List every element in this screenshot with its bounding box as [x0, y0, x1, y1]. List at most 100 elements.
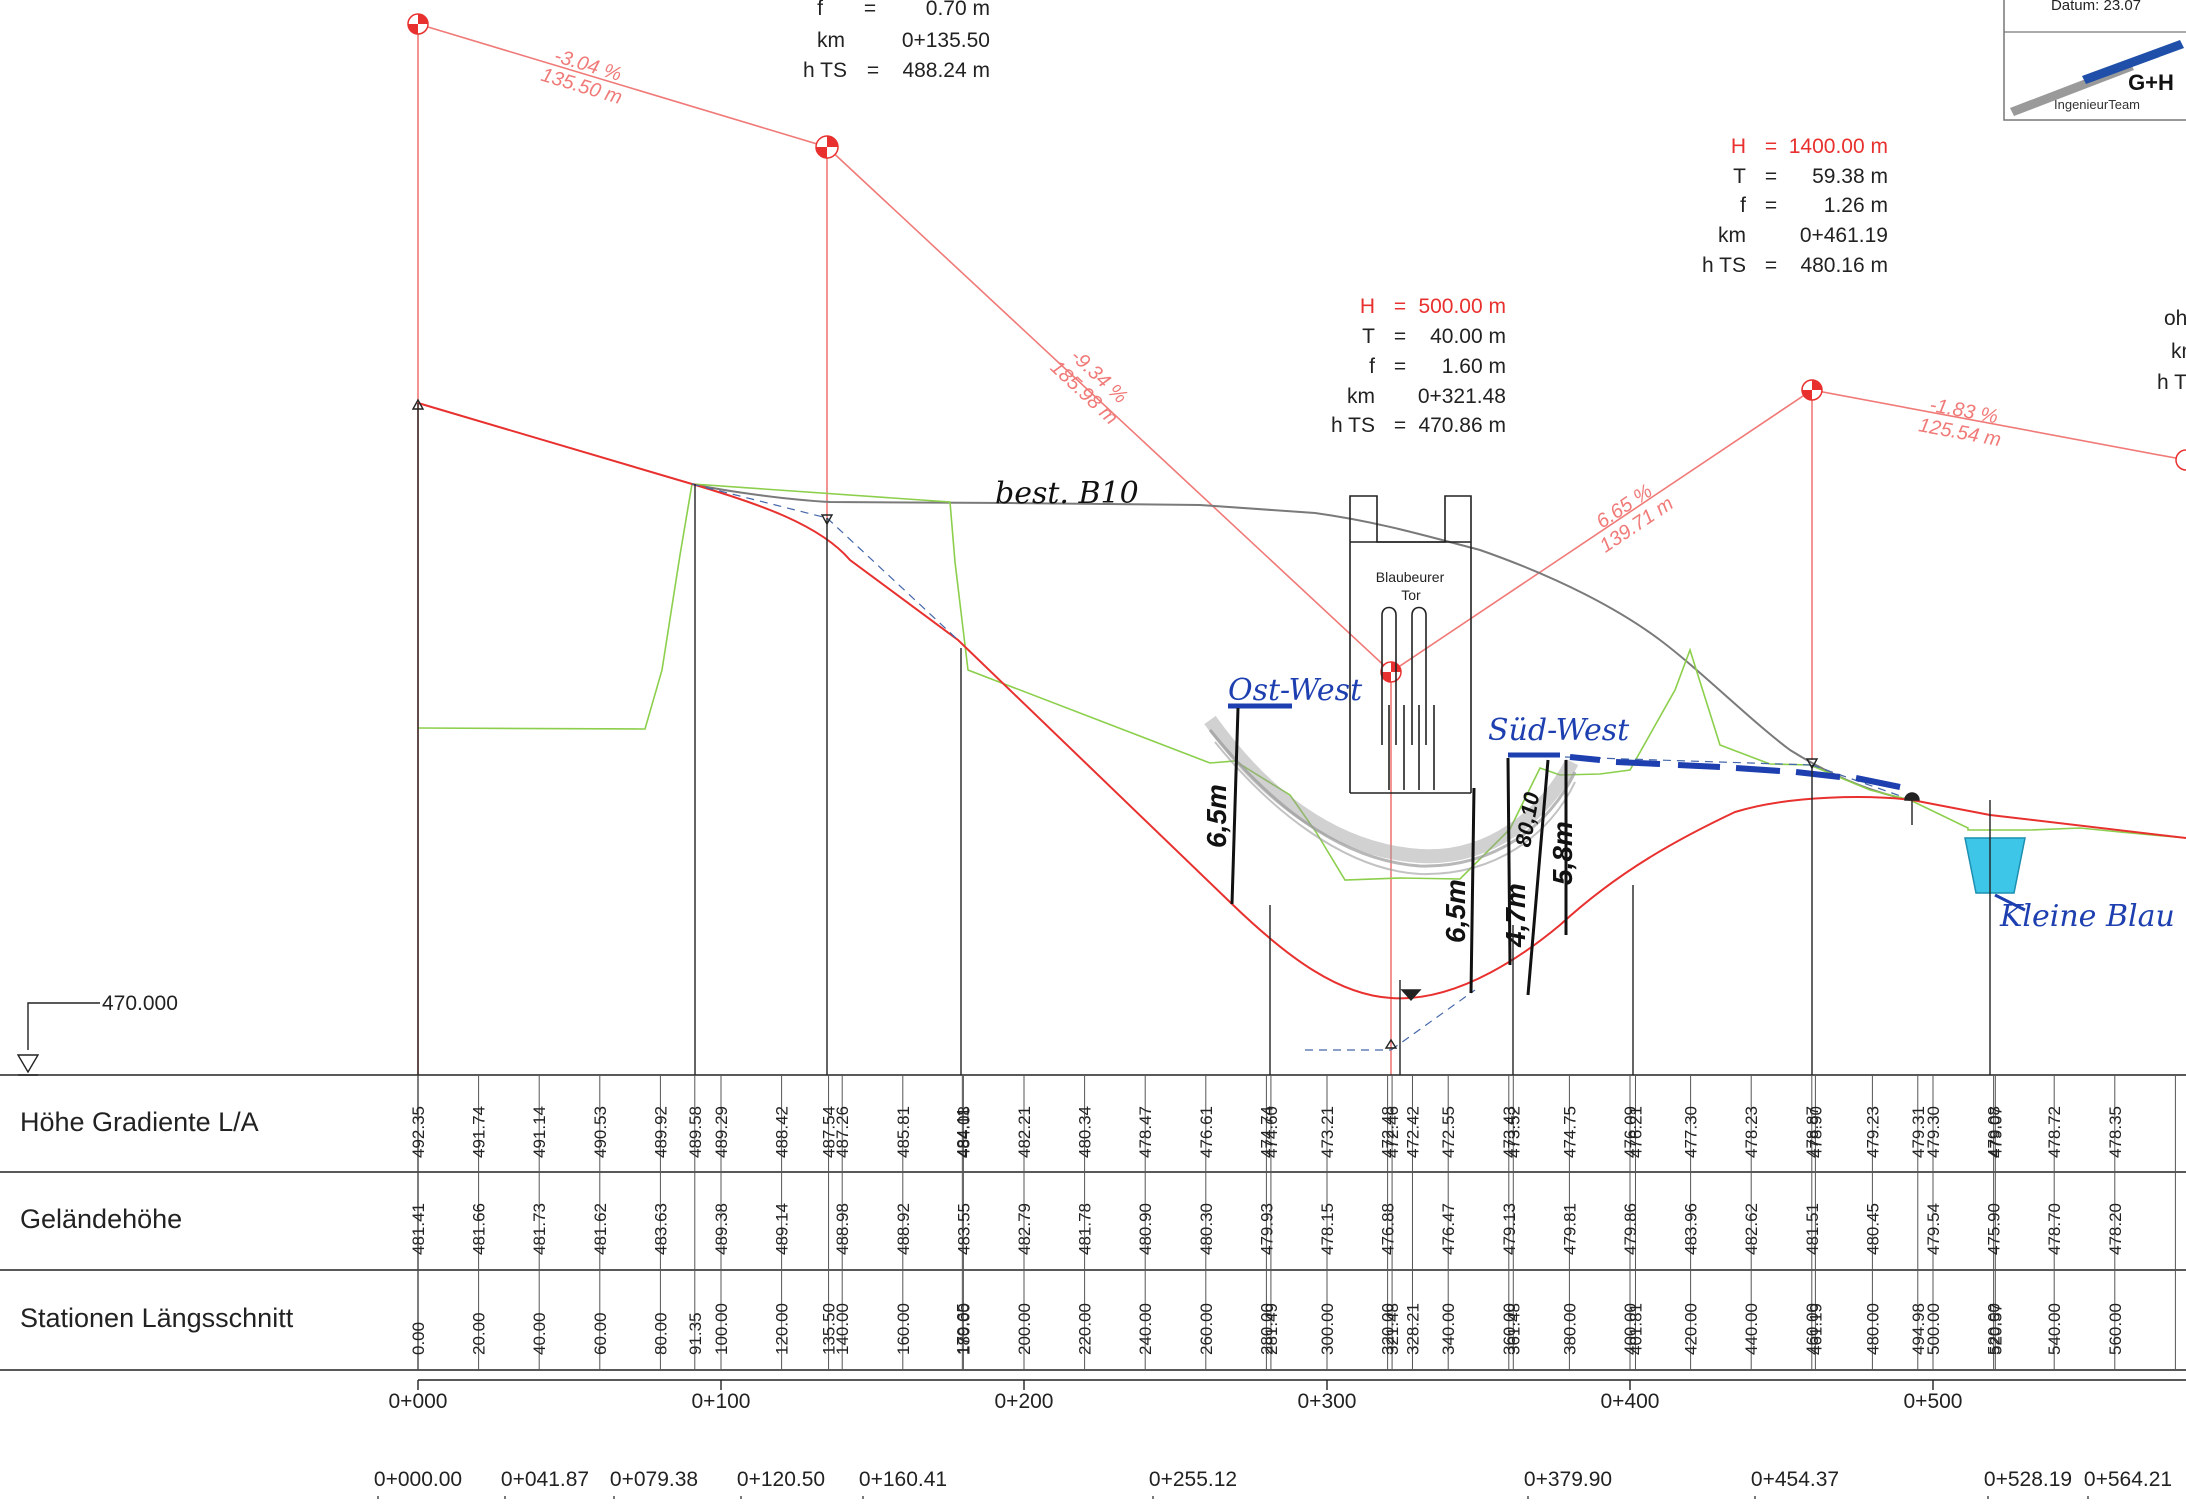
terrain-height-value: 481.41 — [409, 1203, 428, 1255]
info-eq: = — [867, 59, 879, 82]
grade-height-value: 484.08 — [954, 1106, 973, 1158]
bottom-station-label: 0+079.38 — [610, 1468, 698, 1491]
station-value: 0.00 — [409, 1322, 428, 1355]
terrain-height-value: 480.30 — [1197, 1203, 1216, 1255]
station-value: 520.57 — [1986, 1303, 2005, 1355]
station-value: 401.81 — [1626, 1303, 1645, 1355]
grade-height-value: 489.29 — [712, 1106, 731, 1158]
grade-height-value: 478.47 — [1136, 1106, 1155, 1158]
terrain-height-value: 489.38 — [712, 1203, 731, 1255]
terrain-height-value: 480.45 — [1863, 1203, 1882, 1255]
info-value: 0.70 m — [926, 0, 990, 20]
station-value: 135.50 — [820, 1303, 839, 1355]
info-key: T — [1733, 165, 1746, 188]
station-value: 420.00 — [1682, 1303, 1701, 1355]
terrain-height-value: 482.79 — [1015, 1203, 1034, 1255]
grade-height-value: 473.21 — [1318, 1106, 1337, 1158]
terrain-height-value: 481.66 — [470, 1203, 489, 1255]
grade-height-value: 492.35 — [409, 1106, 428, 1158]
grade-height-value: 477.30 — [1682, 1106, 1701, 1158]
company-logo: G+H IngenieurTeam — [2010, 40, 2184, 116]
road-label: best. B10 — [995, 476, 1139, 511]
bottom-station-label: 0+000.00 — [374, 1468, 462, 1491]
grade-height-value: 474.75 — [1560, 1106, 1579, 1158]
station-value: 494.98 — [1909, 1303, 1928, 1355]
table-values: 0.00492.3520.00491.7440.00491.1460.00490… — [409, 1106, 2125, 1355]
terrain-height-value: 488.98 — [833, 1203, 852, 1255]
grade-height-value: 487.26 — [833, 1106, 852, 1158]
terrain-height-value: 481.62 — [591, 1203, 610, 1255]
bottom-station-label: 0+041.87 — [501, 1468, 589, 1491]
row-label-terrain-height: Geländehöhe — [20, 1204, 182, 1234]
reference-level-label: 470.000 — [102, 992, 178, 1015]
station-value: 200.00 — [1015, 1303, 1034, 1355]
station-value: 281.49 — [1262, 1303, 1281, 1355]
station-value: 500.00 — [1924, 1303, 1943, 1355]
ost-west-label: Ost-West — [1228, 673, 1363, 708]
info-fragment: h T — [2157, 371, 2186, 394]
dimension-label: 5,8m — [1547, 821, 1578, 885]
terrain-height-value: 481.73 — [530, 1203, 549, 1255]
station-value: 160.00 — [894, 1303, 913, 1355]
grade-height-value: 485.81 — [894, 1106, 913, 1158]
info-key: km — [1347, 385, 1375, 408]
terrain-line — [417, 483, 2186, 881]
info-key: h TS — [803, 59, 847, 82]
helper-dashed-lines — [691, 483, 1913, 1051]
station-value: 480.00 — [1863, 1303, 1882, 1355]
info-key: km — [817, 29, 845, 52]
terrain-height-value: 478.15 — [1318, 1203, 1337, 1255]
info-key: h TS — [1331, 414, 1375, 437]
grade-height-value: 478.23 — [1742, 1106, 1761, 1158]
info-eq: = — [864, 0, 876, 20]
grade-height-value: 487.54 — [820, 1106, 839, 1158]
bottom-station-label: 0+255.12 — [1149, 1468, 1237, 1491]
terrain-height-value: 483.55 — [954, 1203, 973, 1255]
info-value: 0+135.50 — [902, 29, 990, 52]
station-verticals — [417, 403, 1991, 1075]
station-value: 91.35 — [686, 1312, 705, 1355]
structure-label: Tor — [1401, 587, 1421, 603]
station-value: 440.00 — [1742, 1303, 1761, 1355]
info-key: f — [1740, 194, 1746, 217]
station-value: 140.00 — [833, 1303, 852, 1355]
terrain-height-value: 481.78 — [1076, 1203, 1095, 1255]
grade-height-value: 476.09 — [1621, 1106, 1640, 1158]
grade-height-value: 472.55 — [1439, 1106, 1458, 1158]
axis-tick-label: 0+200 — [995, 1390, 1054, 1413]
info-eq: = — [1394, 295, 1406, 318]
pi-point-marker — [815, 135, 839, 159]
river-label: Kleine Blau — [1999, 899, 2175, 934]
dimension-marks — [1230, 707, 1568, 996]
curve-info-crest: H = 1400.00 m T = 59.38 m f = 1.26 m km … — [1702, 135, 1888, 277]
curve-info-top-left: f = 0.70 m km 0+135.50 h TS = 488.24 m — [803, 0, 990, 82]
info-value: 1.26 m — [1824, 194, 1888, 217]
station-value: 300.00 — [1318, 1303, 1337, 1355]
sued-west-alignment — [1569, 754, 1901, 790]
info-value: 40.00 m — [1430, 325, 1506, 348]
pi-point-marker — [2175, 449, 2186, 471]
info-key: T — [1362, 325, 1375, 348]
station-value: 40.00 — [530, 1312, 549, 1355]
terrain-height-value: 479.86 — [1621, 1203, 1640, 1255]
grade-height-value: 476.61 — [1197, 1106, 1216, 1158]
grade-height-value: 488.42 — [773, 1106, 792, 1158]
station-value: 179.65 — [953, 1303, 972, 1355]
terrain-height-value: 483.63 — [651, 1203, 670, 1255]
terrain-height-value: 476.88 — [1379, 1203, 1398, 1255]
info-value: 1400.00 m — [1789, 135, 1888, 158]
bottom-station-label: 0+160.41 — [859, 1468, 947, 1491]
info-value: 1.60 m — [1442, 355, 1506, 378]
bottom-station-label: 0+120.50 — [737, 1468, 825, 1491]
grade-height-value: 490.53 — [591, 1106, 610, 1158]
grade-height-value: 480.34 — [1076, 1106, 1095, 1158]
station-value: 240.00 — [1136, 1303, 1155, 1355]
bottom-station-label: 0+379.90 — [1524, 1468, 1612, 1491]
terrain-height-value: 479.81 — [1560, 1203, 1579, 1255]
station-value: 400.00 — [1621, 1303, 1640, 1355]
station-value: 321.48 — [1383, 1303, 1402, 1355]
row-label-grade-height: Höhe Gradiente L/A — [20, 1107, 259, 1137]
grade-height-value: 478.90 — [1806, 1106, 1825, 1158]
